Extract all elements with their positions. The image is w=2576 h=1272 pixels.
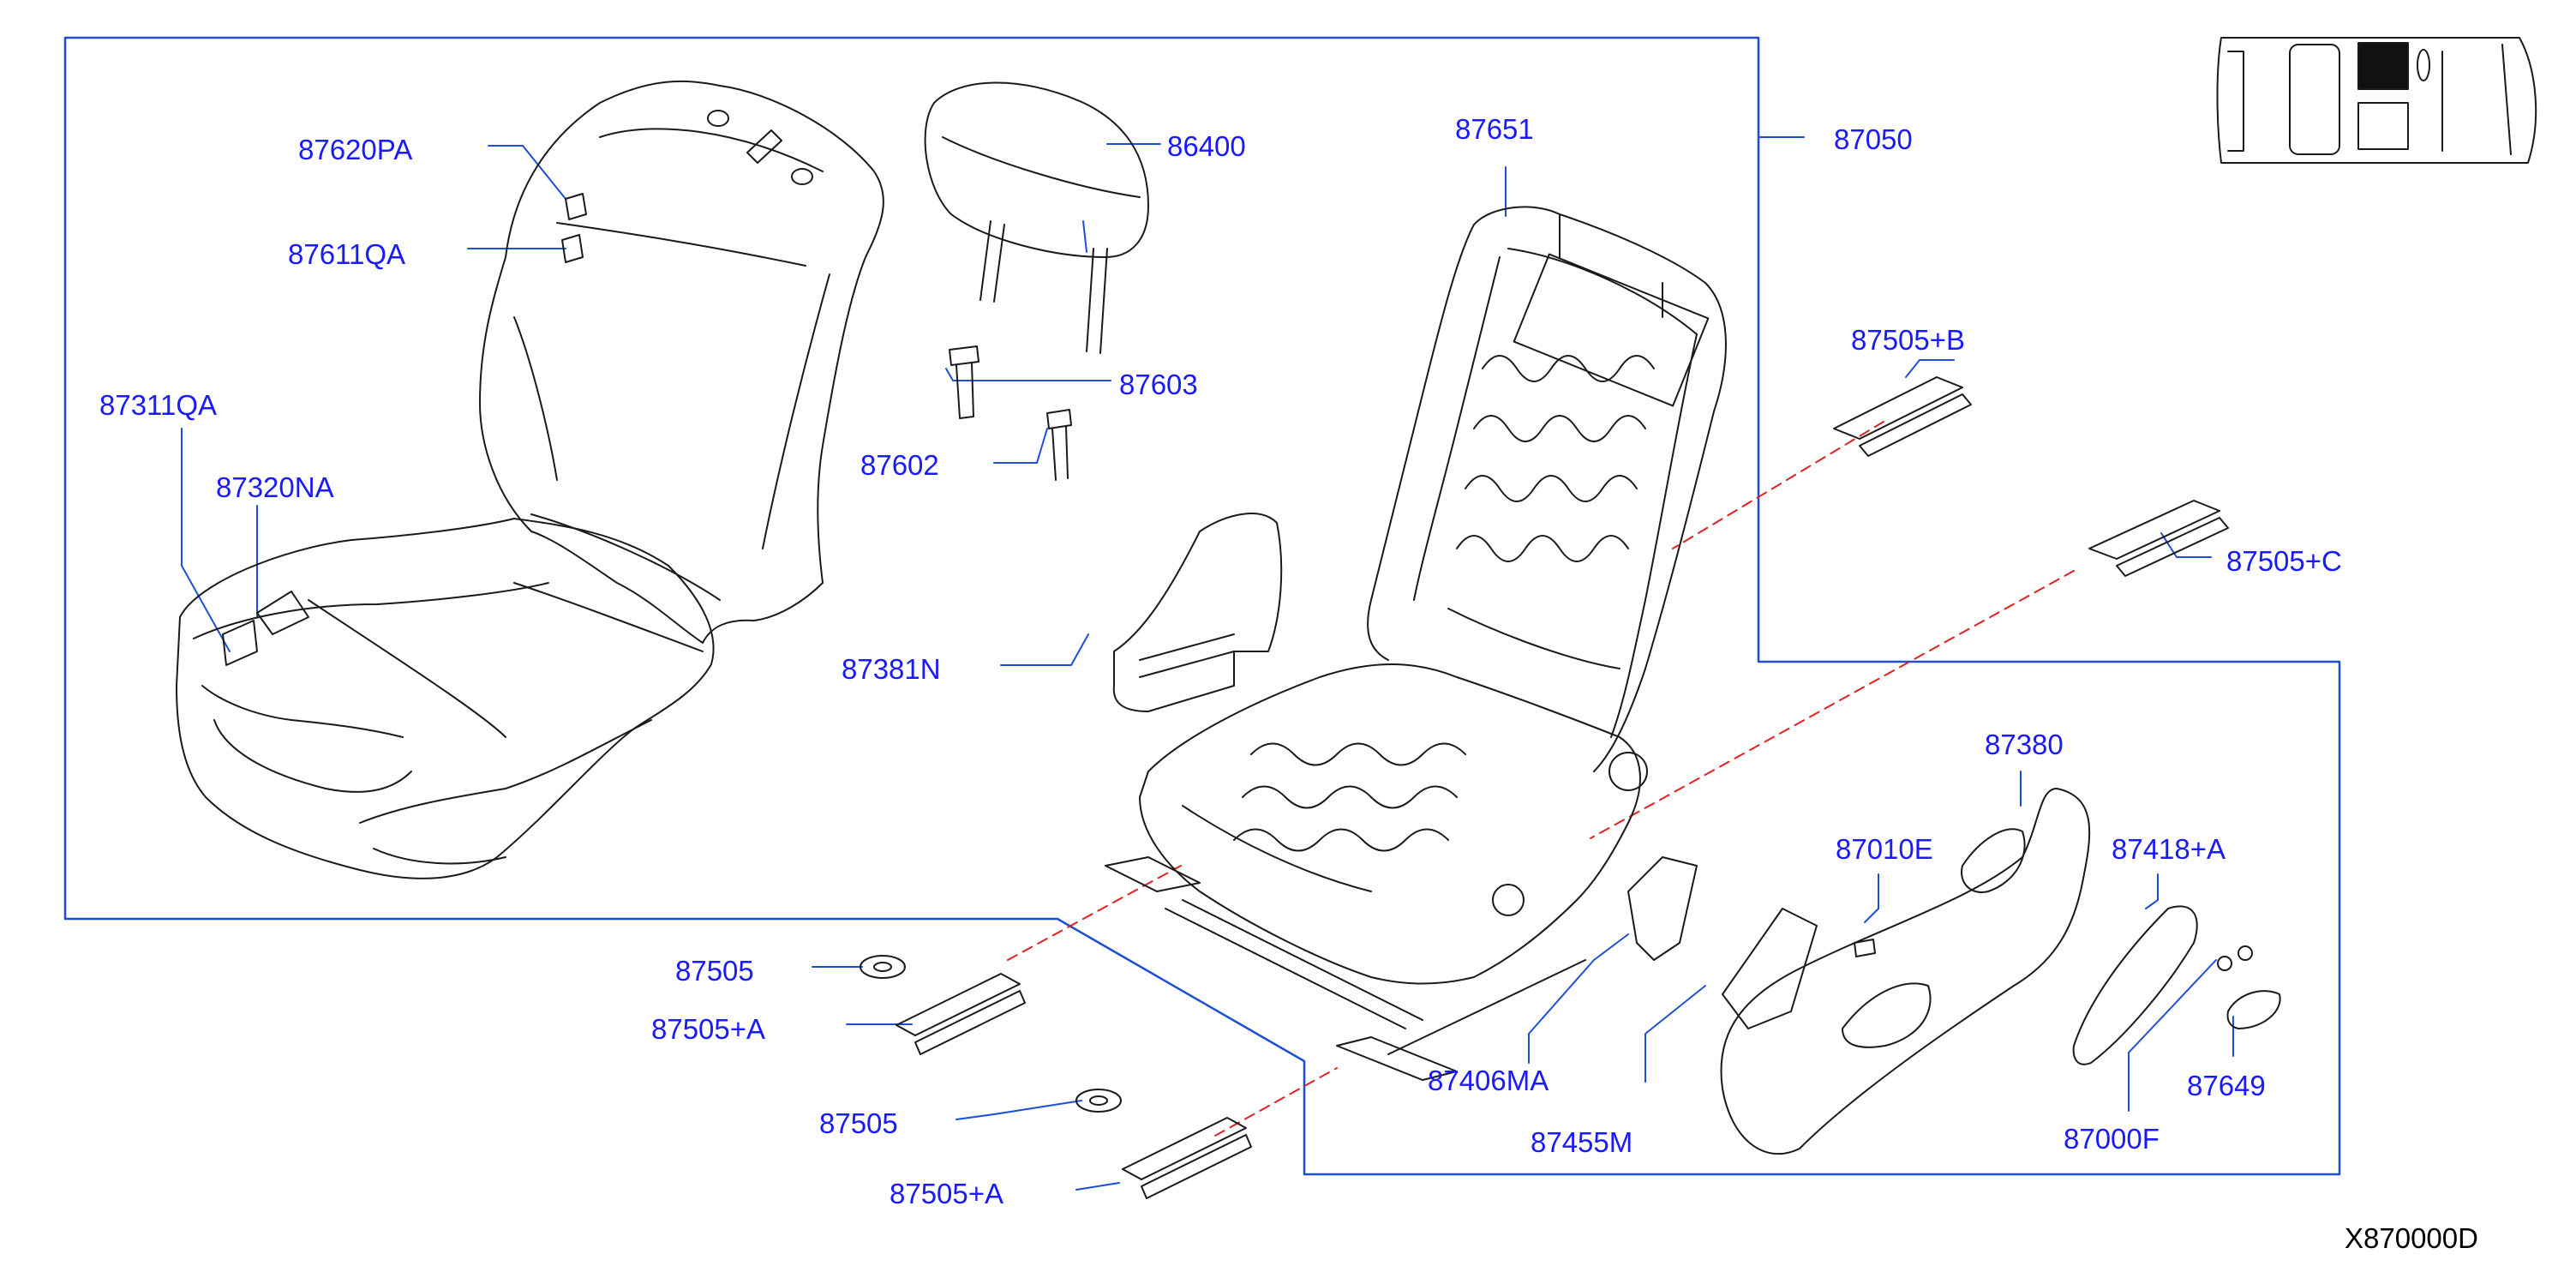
seat-frame-icon bbox=[1105, 206, 1727, 1081]
label-87050[interactable]: 87050 bbox=[1834, 123, 1913, 155]
vehicle-location-icon bbox=[2216, 37, 2537, 164]
leader-lines bbox=[181, 136, 2234, 1191]
label-87380[interactable]: 87380 bbox=[1985, 729, 2064, 760]
label-87651[interactable]: 87651 bbox=[1455, 113, 1534, 145]
dashed-leaders bbox=[1007, 421, 2075, 1137]
label-87602[interactable]: 87602 bbox=[860, 449, 939, 481]
label-87010E[interactable]: 87010E bbox=[1836, 833, 1933, 865]
label-87620PA[interactable]: 87620PA bbox=[298, 134, 413, 165]
label-87505-A-lower[interactable]: 87505+A bbox=[890, 1178, 1004, 1209]
seat-cushion-cover-icon bbox=[176, 518, 715, 879]
seat-back-cover-icon bbox=[479, 80, 884, 644]
label-87505-B[interactable]: 87505+B bbox=[1851, 324, 1966, 356]
inner-finisher-icon bbox=[1112, 513, 1283, 712]
assembly-frame bbox=[63, 36, 2341, 1176]
trim-pieces-icon bbox=[860, 376, 2229, 1199]
label-87505-lower[interactable]: 87505 bbox=[819, 1107, 898, 1139]
headrest-guide-icon bbox=[949, 345, 1072, 481]
label-87505-C[interactable]: 87505+C bbox=[2226, 545, 2342, 577]
label-87320NA[interactable]: 87320NA bbox=[216, 471, 334, 503]
label-87000F[interactable]: 87000F bbox=[2064, 1123, 2160, 1155]
label-87455M[interactable]: 87455M bbox=[1531, 1126, 1633, 1158]
side-finisher-icon bbox=[1627, 788, 2281, 1155]
headrest-icon bbox=[924, 81, 1149, 354]
label-87406MA[interactable]: 87406MA bbox=[1428, 1065, 1549, 1096]
label-87505-A-upper[interactable]: 87505+A bbox=[651, 1013, 766, 1045]
label-86400[interactable]: 86400 bbox=[1167, 130, 1246, 162]
label-87381N[interactable]: 87381N bbox=[842, 653, 941, 685]
label-87611QA[interactable]: 87611QA bbox=[288, 238, 405, 270]
diagram-code: X870000D bbox=[2345, 1222, 2478, 1254]
label-87505-upper[interactable]: 87505 bbox=[675, 955, 754, 987]
label-87311QA[interactable]: 87311QA bbox=[99, 389, 217, 421]
label-87418-A[interactable]: 87418+A bbox=[2112, 833, 2226, 865]
label-87649[interactable]: 87649 bbox=[2187, 1070, 2266, 1101]
label-87603[interactable]: 87603 bbox=[1119, 369, 1198, 400]
